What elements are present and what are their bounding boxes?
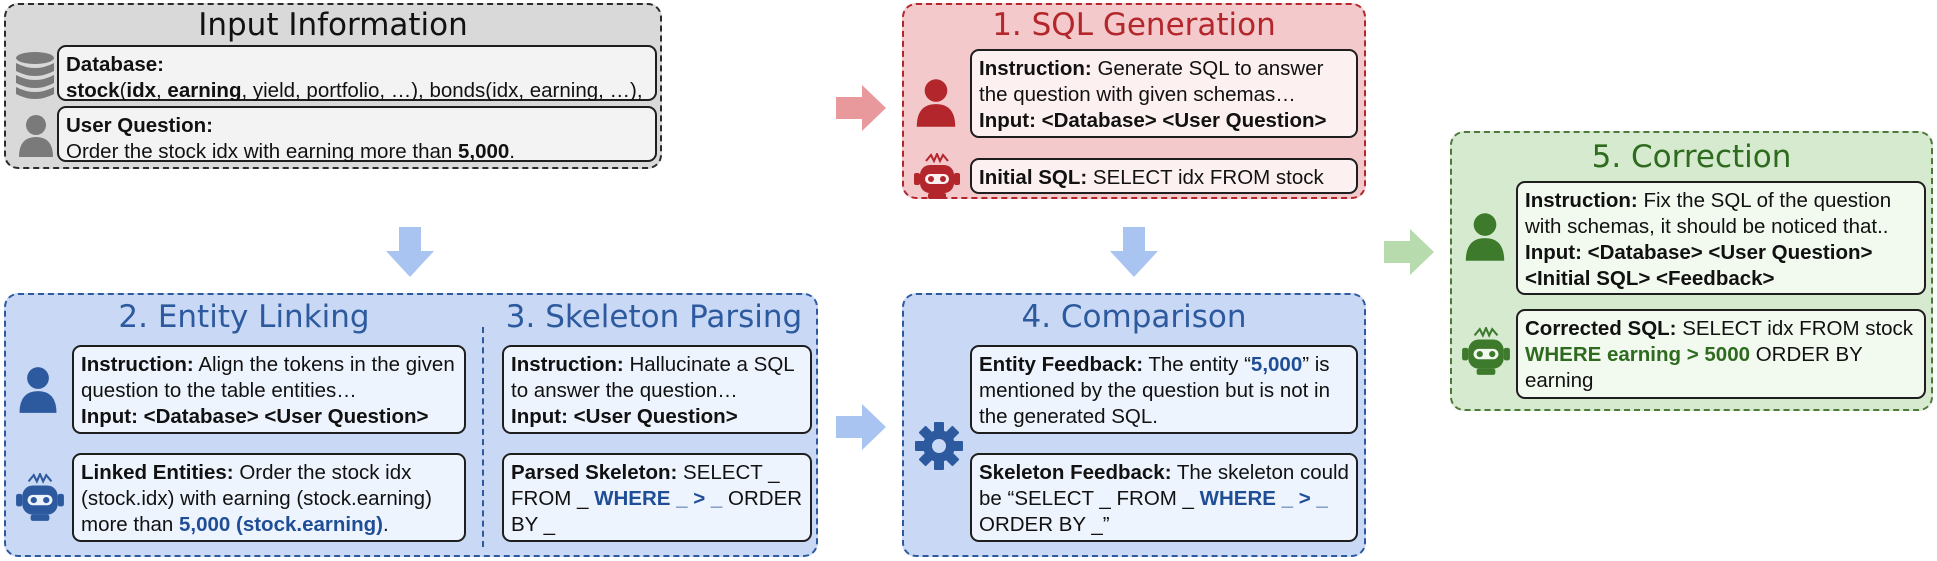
parsed-skeleton-card: Parsed Skeleton: SELECT _ FROM _ WHERE _… — [502, 453, 812, 542]
entity-feedback-card: Entity Feedback: The entity “5,000” is m… — [970, 345, 1358, 434]
section-divider — [482, 327, 484, 547]
panel-title: 4. Comparison — [1021, 299, 1247, 335]
skeleton-instruction-card: Instruction: Hallucinate a SQL to answer… — [502, 345, 812, 434]
user-icon — [916, 79, 956, 127]
user-icon — [1465, 213, 1505, 261]
linked-entities-card: Linked Entities: Order the stock idx (st… — [72, 453, 466, 542]
corrected-sql-card: Corrected SQL: SELECT idx FROM stock WHE… — [1516, 309, 1926, 399]
user-icon — [19, 367, 57, 413]
robot-icon — [914, 153, 960, 199]
gear-icon — [915, 422, 963, 470]
panel-title: 3. Skeleton Parsing — [505, 299, 803, 335]
arrow-down-icon — [386, 227, 434, 277]
question-label: User Question: — [66, 114, 213, 137]
database-card: Database: stock(idx, earning, yield, por… — [57, 45, 657, 128]
database-value: stock(idx, earning, yield, portfolio, …)… — [66, 79, 643, 128]
panel-title: 2. Entity Linking — [118, 299, 370, 335]
database-icon — [16, 52, 54, 99]
robot-icon — [16, 473, 64, 521]
arrow-right-icon — [1384, 229, 1434, 275]
robot-icon — [1462, 327, 1510, 375]
correction-instruction-card: Instruction: Fix the SQL of the question… — [1516, 181, 1926, 295]
user-icon — [19, 115, 53, 157]
linking-instruction-card: Instruction: Align the tokens in the giv… — [72, 345, 466, 434]
input-information-panel: Input Information Database: stock(idx, e… — [4, 3, 662, 169]
correction-panel: 5. Correction Instruction: Fix the SQL o… — [1450, 131, 1933, 411]
question-value: Order the stock idx with earning more th… — [66, 140, 515, 163]
skeleton-feedback-card: Skeleton Feedback: The skeleton could be… — [970, 453, 1358, 542]
sql-instruction-card: Instruction: Generate SQL to answer the … — [970, 49, 1358, 138]
database-label: Database: — [66, 53, 164, 76]
comparison-panel: 4. Comparison Entity Feedback: The entit… — [902, 293, 1366, 557]
linking-parsing-panel: 2. Entity Linking 3. Skeleton Parsing In… — [4, 293, 818, 557]
initial-sql-card: Initial SQL: SELECT idx FROM stock — [970, 158, 1358, 194]
panel-title: 5. Correction — [1591, 139, 1792, 175]
sql-generation-panel: 1. SQL Generation Instruction: Generate … — [902, 3, 1366, 199]
arrow-right-icon — [836, 85, 886, 131]
panel-title: 1. SQL Generation — [992, 7, 1276, 43]
panel-title: Input Information — [198, 7, 468, 43]
arrow-right-icon — [836, 404, 886, 450]
user-question-card: User Question: Order the stock idx with … — [57, 106, 657, 163]
arrow-down-icon — [1110, 227, 1158, 277]
